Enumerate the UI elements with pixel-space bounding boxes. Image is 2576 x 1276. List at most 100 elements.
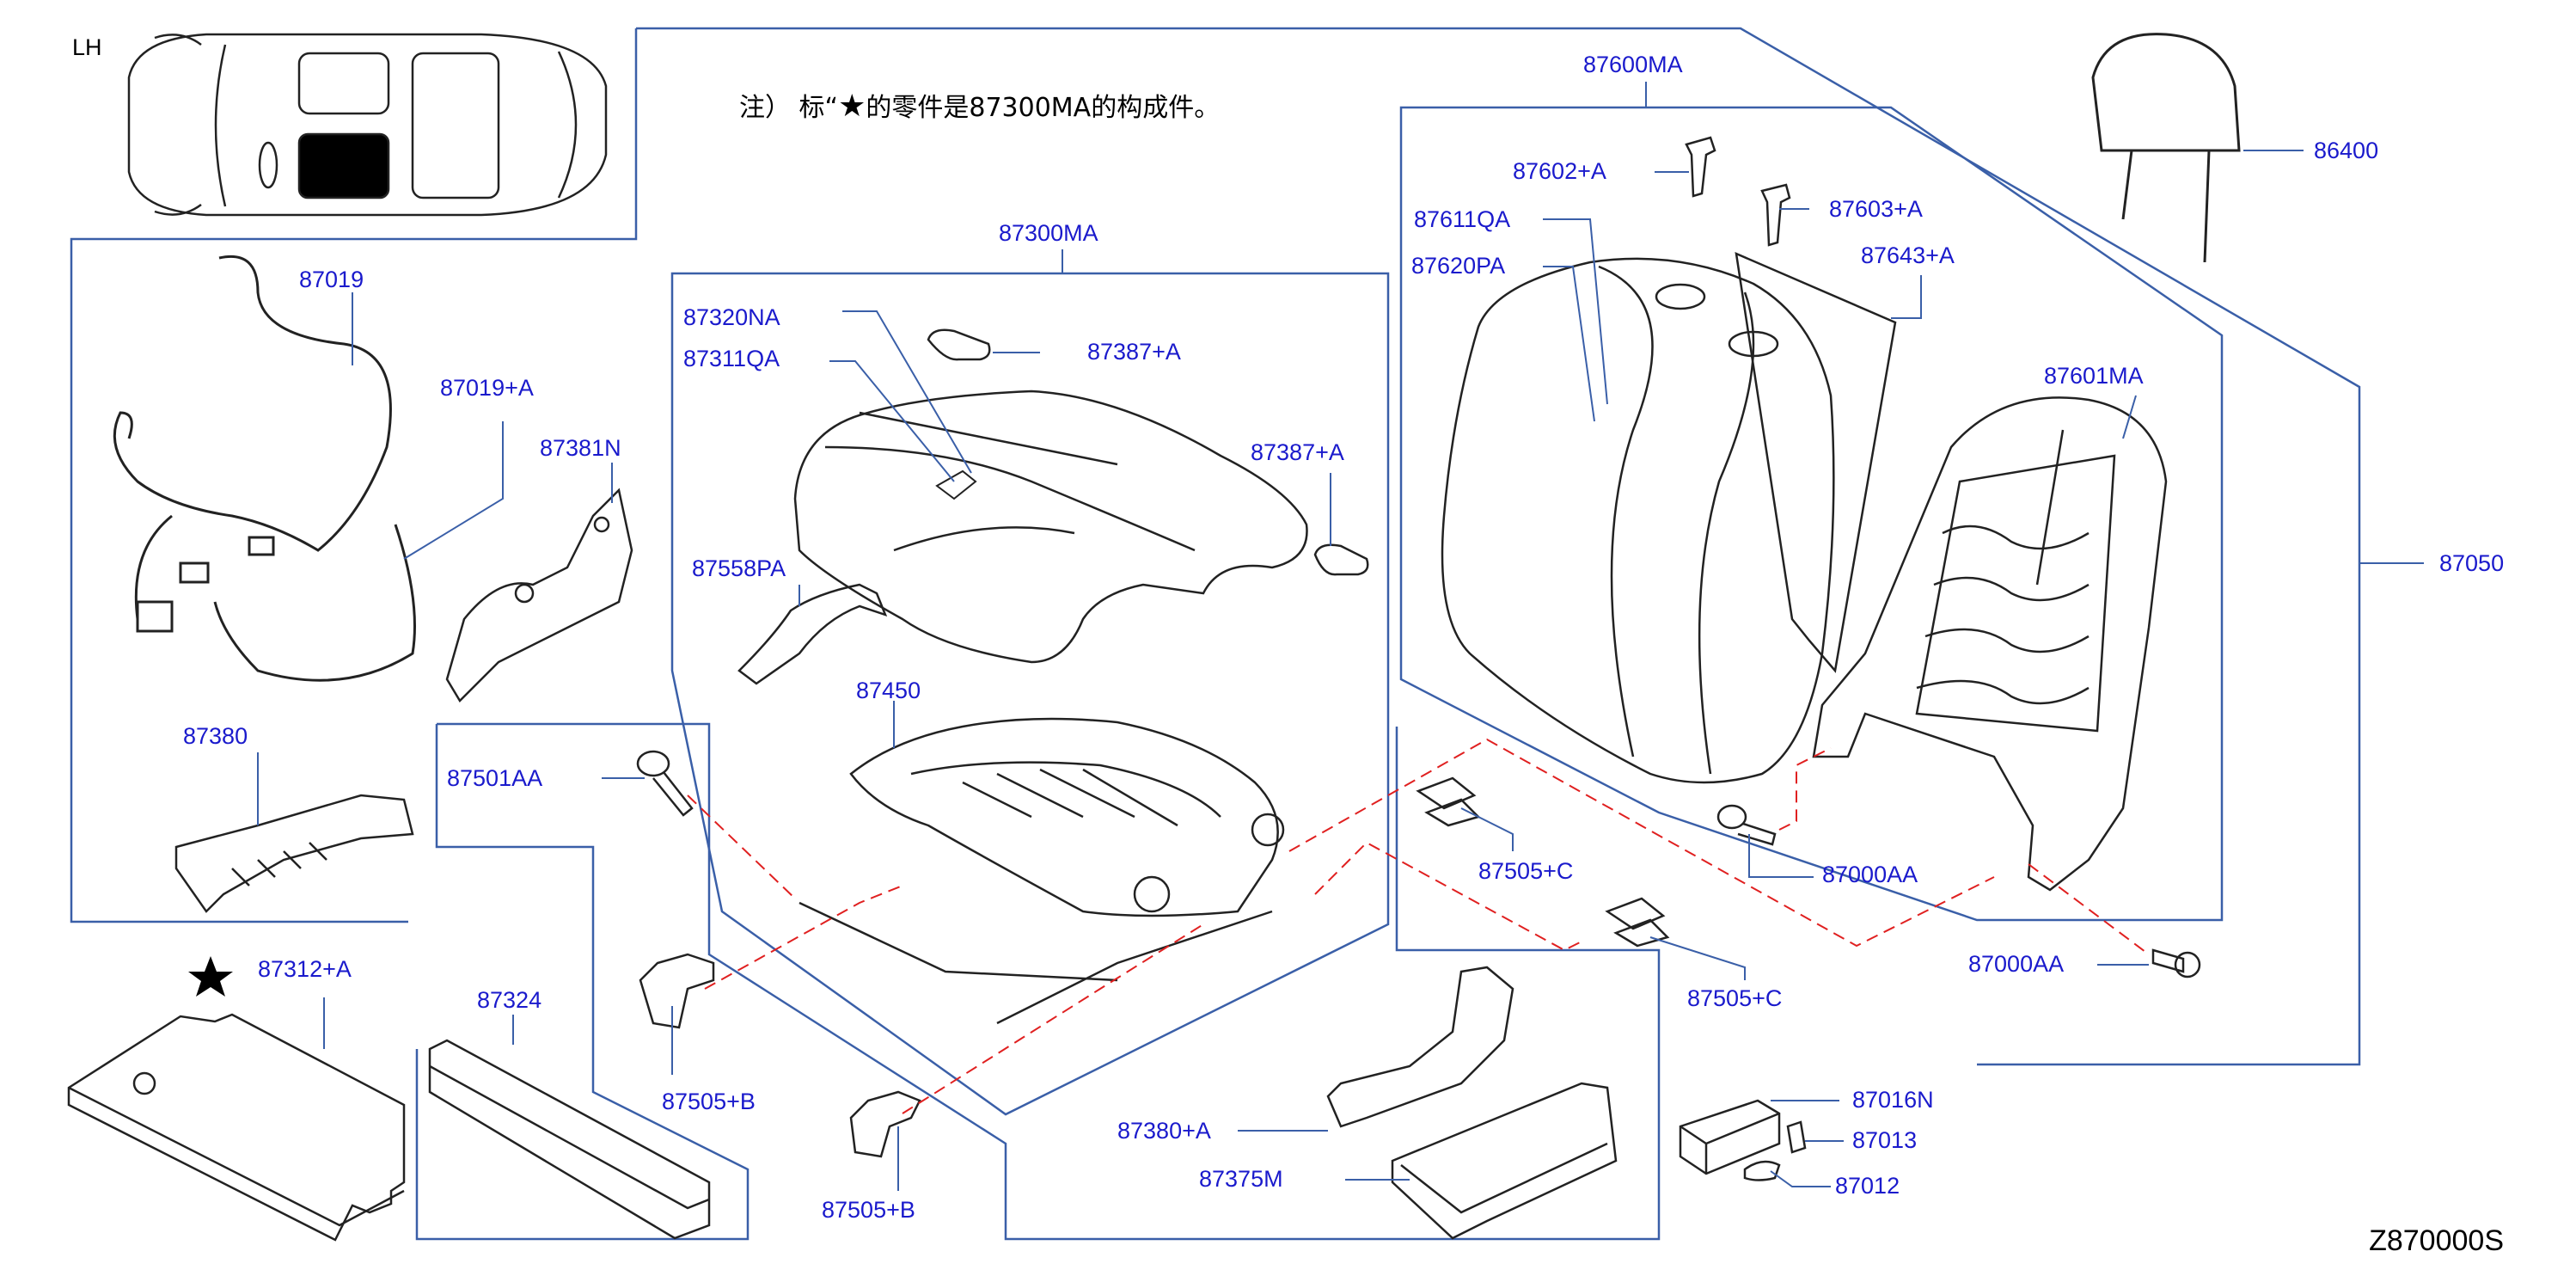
clip-small: [935, 469, 977, 500]
headrest-pad: [2091, 33, 2241, 152]
part-label-87320na: 87320NA: [683, 304, 780, 330]
car-windshield: [214, 44, 227, 207]
harness-connector-1: [179, 561, 210, 584]
cover-ribs: [231, 842, 327, 886]
part-label-87602a: 87602+A: [1513, 158, 1606, 184]
back-frame-springs: [1916, 525, 2090, 705]
bolt-head: [636, 750, 670, 777]
cushion-group-frame: [670, 272, 1390, 1116]
seat-cushion: [793, 390, 1308, 664]
part-label-87016n: 87016N: [1852, 1087, 1934, 1113]
harness-87019: [113, 255, 416, 682]
part-label-87505c-1: 87505+C: [1478, 858, 1574, 884]
cushion-pad: [793, 390, 1308, 664]
car-mirror-right: [154, 203, 202, 216]
leader-87643A: [1891, 275, 1922, 319]
top-frame: [636, 27, 2361, 1066]
board-top: [67, 1013, 406, 1242]
bracket-b1: [639, 953, 715, 1029]
frame-outer: [849, 717, 1279, 917]
hook-2: [1313, 543, 1369, 576]
clips-top: [1685, 136, 1791, 247]
clip-87603a: [1760, 183, 1791, 247]
brackets-87505b: [639, 953, 921, 1158]
car-seat-rear: [411, 52, 500, 199]
frame-rail-right: [996, 910, 1273, 1025]
star-marker: [188, 956, 233, 997]
cover-87375m-edge: [1400, 1142, 1608, 1214]
part-label-87380a: 87380+A: [1117, 1118, 1211, 1144]
part-label-87000aa-1: 87000AA: [1822, 862, 1918, 887]
frame-pivot: [1251, 813, 1285, 847]
harness-connector-3: [248, 536, 275, 556]
back-pad-seam: [1598, 265, 1654, 758]
car-overview-frame: [70, 28, 638, 923]
back-pad-sheet: [1735, 251, 1897, 673]
back-pad-outline: [1441, 257, 1835, 784]
leader-87620PA: [1543, 266, 1595, 422]
back-pad-hole-1: [1655, 283, 1706, 310]
car-seat-top: [297, 52, 390, 115]
part-label-87387a-1: 87387+A: [1087, 339, 1181, 365]
part-label-87387a-2: 87387+A: [1251, 439, 1344, 465]
cushion-seam: [824, 445, 1196, 552]
part-label-87013: 87013: [1852, 1127, 1918, 1153]
bracket-b2: [849, 1090, 921, 1158]
bolt-3-shaft: [2151, 948, 2185, 973]
part-label-87375m: 87375M: [1199, 1166, 1283, 1192]
cover-87380: [174, 794, 414, 913]
cover-group-frame: [415, 724, 750, 1241]
bracket-group-frame: [437, 722, 1661, 1241]
bolt-87501aa: [636, 750, 694, 817]
harness-connector-2: [136, 600, 174, 633]
seatback-frame: [1812, 396, 2168, 892]
part-label-87050: 87050: [2439, 550, 2505, 576]
note-prefix: 注） 标“: [739, 93, 839, 123]
part-label-87312a: 87312+A: [258, 956, 352, 982]
bracket-c2: [1605, 897, 1670, 948]
switch-87016n: [1679, 1099, 1807, 1181]
leader-87311QA: [829, 360, 955, 482]
dashed-3: [902, 923, 1204, 1114]
bracket-body: [445, 488, 633, 703]
part-label-87019: 87019: [299, 267, 364, 292]
harness-wire: [113, 255, 392, 552]
bracket-hole-1: [514, 583, 535, 604]
dashed-2: [704, 885, 903, 990]
trim-87558pa: [737, 583, 888, 685]
trim-body: [737, 583, 888, 685]
back-frame-strap: [2035, 429, 2065, 586]
car-rear-window: [557, 51, 578, 199]
bolt-2-shaft: [1737, 822, 1777, 846]
leader-lines: [257, 82, 2424, 1191]
cover-87375m: [1391, 1082, 1618, 1240]
back-pad-hole-2: [1728, 330, 1779, 358]
frame-motor: [1133, 875, 1171, 913]
part-label-87501aa: 87501AA: [447, 765, 543, 791]
part-label-87643a: 87643+A: [1861, 242, 1955, 268]
board-hole: [132, 1071, 156, 1095]
frame-rail-left: [798, 901, 1118, 982]
note-suffix: 的零件是87300MA的构成件。: [866, 93, 1221, 123]
car-mirror-left: [154, 34, 202, 46]
part-label-87558pa: 87558PA: [692, 555, 786, 581]
part-label-87603a: 87603+A: [1829, 196, 1923, 222]
harness-lead: [213, 524, 416, 682]
car-seat-lh-highlight: [297, 132, 390, 199]
cover-body: [174, 794, 414, 913]
leader-87601MA: [2122, 395, 2137, 439]
switch-face: [1680, 1112, 1780, 1174]
board-87312a: [67, 1013, 406, 1242]
part-label-87505b-2: 87505+B: [822, 1197, 915, 1223]
back-frame-outer: [1812, 396, 2168, 892]
car-steering: [258, 141, 278, 189]
seatback-pad: [1441, 251, 1897, 784]
part-label-87601ma: 87601MA: [2044, 363, 2144, 389]
covers-lower: [1326, 966, 1618, 1240]
leader-87012: [1770, 1170, 1831, 1187]
cushion-seam-2: [859, 411, 1118, 466]
headrest-post-2: [2203, 150, 2211, 263]
bracket-hole-2: [593, 516, 610, 533]
dashed-6: [1778, 747, 1832, 831]
back-pad-seam-2: [1698, 291, 1755, 775]
